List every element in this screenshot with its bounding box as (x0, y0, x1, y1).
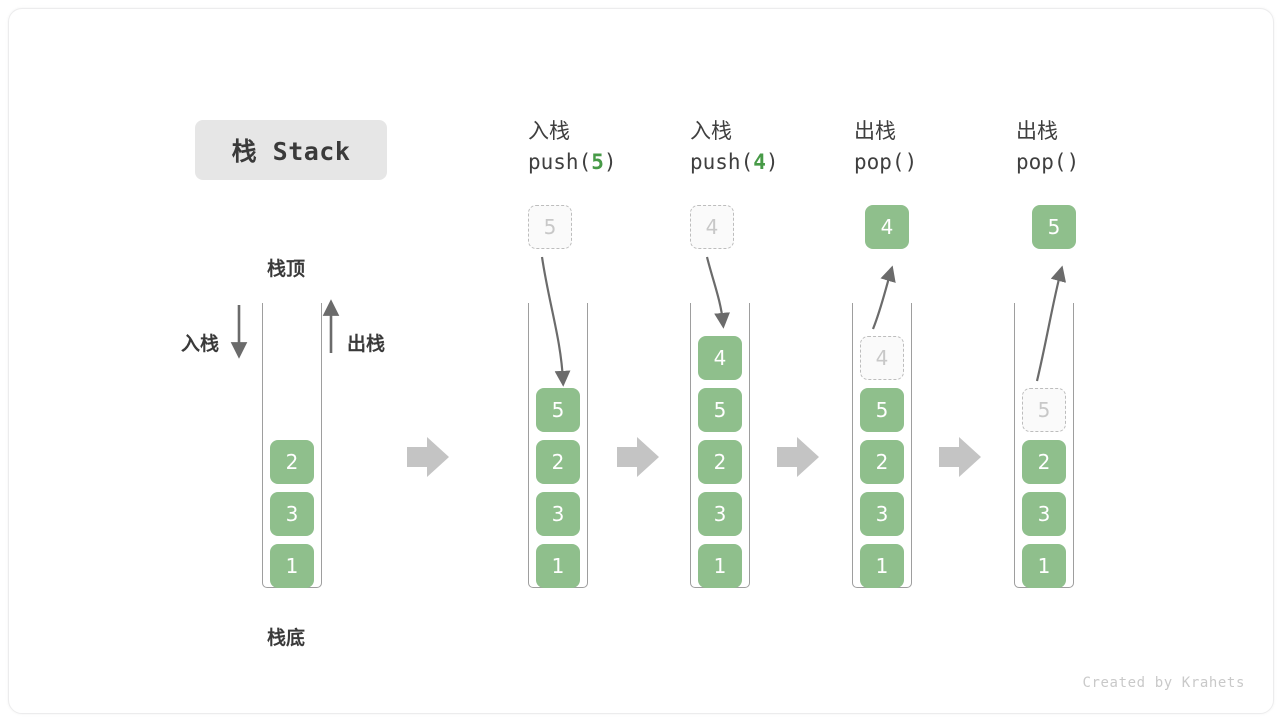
stack-box: 1 (270, 544, 314, 588)
stack-box: 1 (860, 544, 904, 588)
step-header-cjk: 出栈 (854, 119, 896, 143)
step-arrow-3 (777, 437, 819, 477)
stack-box: 2 (698, 440, 742, 484)
code-prefix: push( (528, 150, 592, 174)
stack-box: 2 (1022, 440, 1066, 484)
step-header-code: pop() (854, 146, 1014, 178)
credit-text: Created by Krahets (1082, 675, 1245, 691)
step-arrow-4 (939, 437, 981, 477)
step-arrow-1 (407, 437, 449, 477)
diagram-title-chip: 栈 Stack (195, 120, 387, 180)
step-header-code: push(5) (528, 146, 688, 178)
step-header-code: push(4) (690, 146, 850, 178)
code-prefix: pop( (854, 150, 905, 174)
stack-box: 1 (1022, 544, 1066, 588)
floating-ghost-box-push-5: 5 (528, 205, 572, 249)
stack-container-pop-2: 5 2 3 1 (1014, 303, 1074, 588)
step-arrow-2 (617, 437, 659, 477)
stack-container-push-4: 4 5 2 3 1 (690, 303, 750, 588)
stack-bottom-label: 栈底 (267, 627, 306, 649)
stack-box: 4 (698, 336, 742, 380)
code-suffix: ) (904, 150, 918, 174)
code-suffix: ) (603, 150, 617, 174)
stack-box: 2 (860, 440, 904, 484)
pop-direction-label: 出栈 (347, 333, 386, 355)
stack-box: 3 (536, 492, 580, 536)
stack-box: 2 (536, 440, 580, 484)
stack-box: 2 (270, 440, 314, 484)
step-header-cjk: 入栈 (528, 119, 570, 143)
code-suffix: ) (765, 150, 779, 174)
stack-box: 1 (536, 544, 580, 588)
diagram-title-text: 栈 Stack (231, 137, 351, 166)
stack-box: 3 (860, 492, 904, 536)
popped-box-4: 4 (865, 205, 909, 249)
diagram-canvas: 栈 Stack 栈顶 栈底 入栈 出栈 入栈 push(5) 入栈 push(4… (8, 8, 1274, 714)
stack-container-initial: 2 3 1 (262, 303, 322, 588)
ghost-box-in-stack: 5 (1022, 388, 1066, 432)
stack-box: 5 (536, 388, 580, 432)
stack-container-pop-1: 4 5 2 3 1 (852, 303, 912, 588)
arrow-overlay (230, 256, 1067, 477)
stack-box: 3 (1022, 492, 1066, 536)
stack-box: 5 (860, 388, 904, 432)
stack-box: 3 (698, 492, 742, 536)
stack-box: 5 (698, 388, 742, 432)
floating-ghost-box-push-4: 4 (690, 205, 734, 249)
stack-top-label: 栈顶 (267, 258, 306, 280)
step-header-cjk: 出栈 (1016, 119, 1058, 143)
stack-box: 1 (698, 544, 742, 588)
step-header-push-5: 入栈 push(5) (528, 116, 688, 178)
code-prefix: pop( (1016, 150, 1067, 174)
step-header-push-4: 入栈 push(4) (690, 116, 850, 178)
stack-box: 3 (270, 492, 314, 536)
step-header-pop-2: 出栈 pop() (1016, 116, 1176, 178)
step-header-cjk: 入栈 (690, 119, 732, 143)
popped-box-5: 5 (1032, 205, 1076, 249)
code-argument: 4 (753, 150, 766, 174)
push-direction-label: 入栈 (181, 333, 220, 355)
ghost-box-in-stack: 4 (860, 336, 904, 380)
step-header-pop-1: 出栈 pop() (854, 116, 1014, 178)
code-suffix: ) (1066, 150, 1080, 174)
code-argument: 5 (591, 150, 604, 174)
stack-container-push-5: 5 2 3 1 (528, 303, 588, 588)
code-prefix: push( (690, 150, 754, 174)
step-header-code: pop() (1016, 146, 1176, 178)
